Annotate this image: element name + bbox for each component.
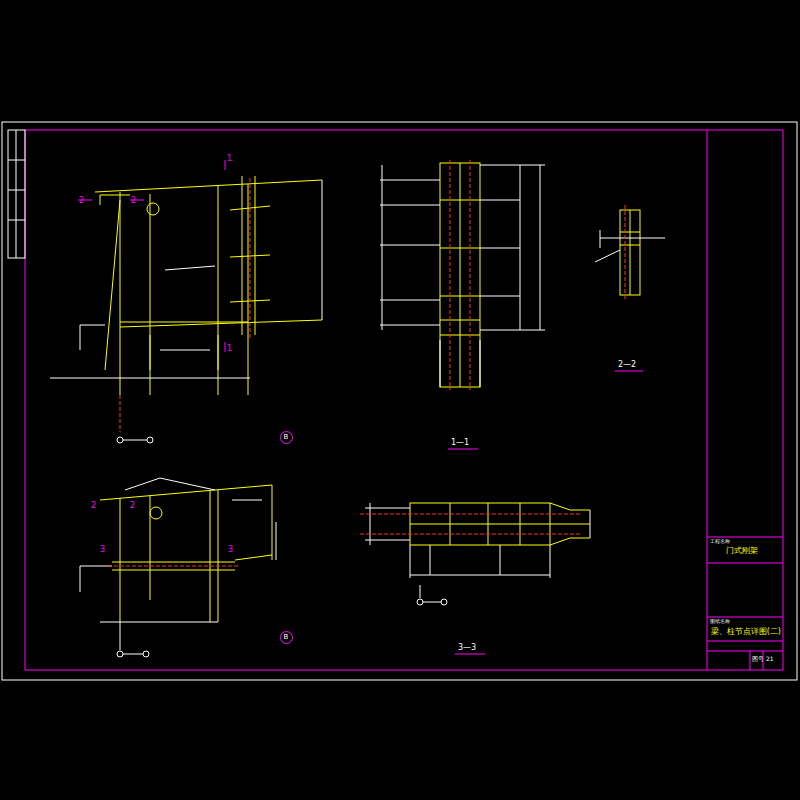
drawing-label: 工程名称 <box>710 539 730 544</box>
drawing-label: 2 <box>130 502 135 510</box>
drawing-label: 1—1 <box>451 439 469 447</box>
drawing-label: 3—3 <box>458 644 476 652</box>
drawing-label: 图号 <box>752 656 764 662</box>
detail-circle: B <box>280 431 293 444</box>
drawing-label: 3 <box>228 546 233 554</box>
detail-mark: B <box>284 434 289 441</box>
drawing-label: 梁、柱节点详图(二) <box>711 628 781 636</box>
drawing-label: 门式刚架 <box>726 547 758 555</box>
drawing-label: 1 <box>227 155 232 163</box>
detail-circle: B <box>280 631 293 644</box>
drawing-label: 1 <box>227 345 232 353</box>
drawing-label: 2 <box>131 197 136 205</box>
drawing-label: 2 <box>91 502 96 510</box>
drawing-label: 图纸名称 <box>710 619 730 624</box>
drawing-label: 2—2 <box>618 361 636 369</box>
drawing-label: 3 <box>100 546 105 554</box>
drawing-label: 21 <box>766 656 774 662</box>
drawing-label: 2 <box>79 197 84 205</box>
detail-mark: B <box>284 634 289 641</box>
